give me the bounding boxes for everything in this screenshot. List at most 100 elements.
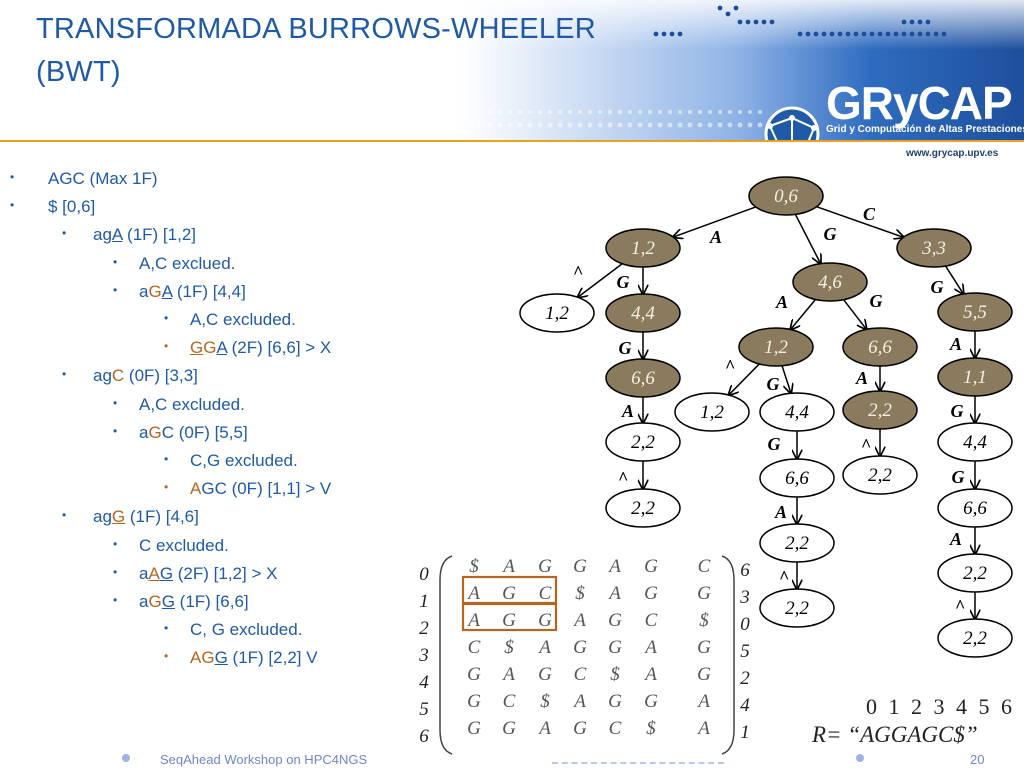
outline-bullet: • — [10, 198, 15, 213]
tree-node-shape — [792, 262, 868, 302]
tree-edge — [729, 363, 760, 395]
tree-node-shape — [759, 588, 835, 628]
tree-edge-label: A — [949, 334, 962, 354]
outline-text-segment: G — [201, 648, 215, 668]
outline-text-segment: A — [148, 563, 160, 583]
outline-text-segment: G — [148, 592, 162, 611]
outline-bullet: • — [113, 254, 118, 269]
outline-text-segment: C (0F) [5,5] — [161, 422, 248, 442]
outline-item: $ [0,6] — [48, 196, 95, 218]
matrix-suffix-index: 3 — [739, 587, 750, 608]
tree-node-shape — [605, 422, 681, 462]
matrix-row-index: 0 — [419, 564, 429, 585]
outline-text-segment: A — [161, 281, 173, 301]
matrix-cell: G — [573, 637, 587, 658]
tree-node-label: 0,6 — [774, 186, 798, 207]
outline-text-segment: G — [111, 507, 126, 527]
outline-bullet: • — [113, 593, 118, 607]
tree-edge-label: G — [952, 467, 965, 487]
tree-edge-label: A — [775, 292, 788, 312]
outline-bullet: • — [113, 423, 118, 438]
matrix-cell: G — [538, 556, 552, 577]
tree-node-shape — [605, 228, 681, 268]
outline-item: AGC (Max 1F) — [48, 168, 158, 190]
matrix-suffix-index: 6 — [740, 560, 750, 581]
tree-node-shape — [748, 176, 824, 216]
matrix-cell: $ — [575, 583, 585, 604]
outline-item: A,C exclued. — [139, 253, 235, 275]
outline-item: C, G excluded. — [190, 619, 302, 641]
matrix-cell: G — [502, 610, 516, 631]
tree-edge-label: G — [870, 291, 883, 311]
matrix-cell: G — [697, 664, 711, 685]
matrix-cell: G — [608, 691, 622, 712]
matrix-cell: G — [644, 556, 658, 577]
tree-edges — [578, 206, 975, 619]
tree-node-label: 6,6 — [868, 337, 892, 358]
outline-text-segment: ag — [93, 225, 112, 245]
outline-item: aGA (1F) [4,4] — [139, 281, 246, 303]
tree-node-label: 4,4 — [631, 303, 655, 324]
tree-node-shape — [605, 488, 681, 528]
tree-node: 2,2 — [605, 488, 681, 528]
tree-node-shape — [759, 523, 835, 563]
tree-edge-label: ^ — [725, 356, 735, 376]
matrix-row-index: 4 — [419, 672, 429, 693]
tree-edge — [781, 365, 791, 394]
tree-node: 2,2 — [842, 390, 918, 430]
matrix-highlight-box — [461, 602, 558, 632]
outline-text-segment: (1F) [4,4] — [172, 281, 246, 301]
reference-string: R= “AGGAGC$” — [812, 722, 978, 747]
header-background — [0, 0, 1024, 142]
outline-bullet: • — [10, 170, 15, 184]
tree-node: 5,5 — [937, 292, 1013, 332]
tree-edge — [578, 263, 623, 298]
matrix-cell: $ — [469, 556, 479, 577]
tree-node-shape — [896, 228, 972, 268]
outline-bullet: • — [113, 536, 118, 551]
outline-bullet: • — [62, 508, 67, 523]
tree-node: 4,4 — [937, 422, 1013, 462]
tree-node-shape — [759, 392, 835, 432]
matrix-row-index: 1 — [419, 591, 429, 612]
outline-bullet: • — [62, 367, 67, 382]
outline-text-segment: (1F) [6,6] — [174, 592, 249, 611]
tree-node-shape — [759, 458, 835, 498]
tree-node-label: 3,3 — [921, 238, 946, 259]
tree-node-label: 2,2 — [868, 465, 892, 486]
tree-node-shape — [519, 293, 595, 333]
outline-text-segment: A — [111, 225, 123, 245]
matrix-cell: G — [608, 610, 622, 631]
tree-node: 6,6 — [759, 458, 835, 498]
matrix-cell: G — [697, 583, 711, 604]
matrix-cell: A — [572, 610, 586, 631]
outline-text-segment: (2F) [1,2] > X — [173, 563, 278, 583]
matrix-cell: A — [466, 610, 480, 631]
matrix-suffix-index: 5 — [740, 641, 750, 662]
matrix-cell: G — [608, 637, 622, 658]
outline-bullet: • — [164, 621, 169, 636]
matrix-cell: G — [644, 691, 658, 712]
tree-edge-label: G — [617, 272, 630, 292]
matrix-cell: C — [698, 556, 711, 577]
matrix-cell: C — [539, 583, 552, 604]
reference-index-line: 0 1 2 3 4 5 6 — [866, 694, 1015, 719]
outline-text-segment: AGC (Max 1F) — [48, 169, 158, 188]
matrix-cell: A — [501, 664, 515, 685]
tree-node: 2,2 — [937, 618, 1013, 658]
tree-node-label: 2,2 — [785, 598, 809, 619]
outline-text-segment: G — [148, 422, 162, 442]
outline-text-segment: GC (0F) [1,1] > V — [201, 479, 332, 499]
outline-text-segment: (1F) [1,2] — [122, 225, 197, 245]
tree-node-label: 5,5 — [963, 302, 987, 323]
outline-text-segment: a — [139, 422, 149, 442]
matrix-cell: G — [467, 718, 481, 739]
tree-node: 1,2 — [674, 392, 750, 432]
slide-header: TRANSFORMADA BURROWS-WHEELER (BWT) GRyCA… — [0, 0, 1024, 142]
outline-item: C,G excluded. — [190, 450, 298, 472]
outline-item: A,C excluded. — [139, 394, 245, 416]
tree-node: 1,2 — [605, 228, 681, 268]
outline-text-segment: A,C excluded. — [190, 310, 296, 329]
